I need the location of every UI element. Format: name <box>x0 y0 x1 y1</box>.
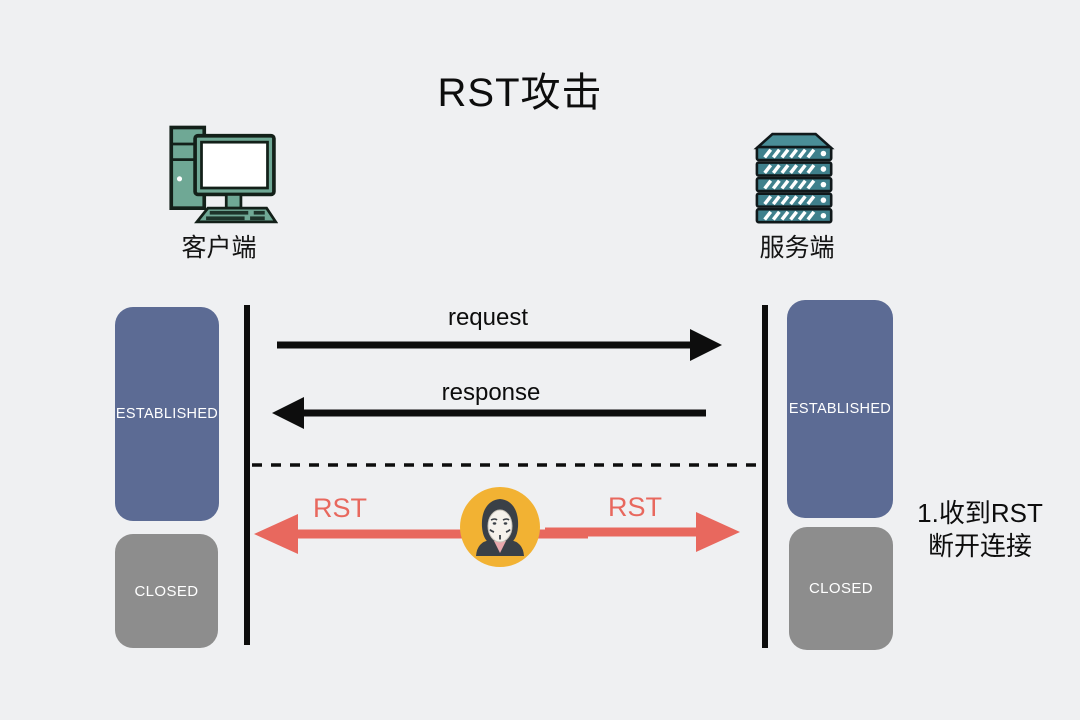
server-lifeline <box>762 305 768 648</box>
rst-to-client-label: RST <box>313 493 367 523</box>
client-lifeline <box>244 305 250 645</box>
rst-arrow-to-server <box>545 512 740 552</box>
server-state-established: ESTABLISHED <box>787 300 893 518</box>
annotation-line-1: 1.收到RST <box>917 498 1043 528</box>
request-message-label: request <box>447 304 529 331</box>
diagram-title: RST攻击 <box>437 71 603 115</box>
server-rack-icon <box>753 132 835 224</box>
server-disconnect-annotation: 1.收到RST 断开连接 <box>905 497 1055 563</box>
rst-to-server-label: RST <box>608 492 662 522</box>
computer-keyboard <box>194 206 278 224</box>
client-label: 客户端 <box>181 234 257 262</box>
client-state-established: ESTABLISHED <box>115 307 219 521</box>
annotation-line-2: 断开连接 <box>927 531 1032 561</box>
guy-fawkes-mask <box>487 509 513 543</box>
request-arrow <box>277 329 722 361</box>
desktop-computer-icon <box>169 125 278 224</box>
server-state-closed: CLOSED <box>789 527 893 650</box>
computer-monitor <box>193 133 276 210</box>
response-message-label: response <box>441 379 541 406</box>
server-label: 服务端 <box>759 234 835 262</box>
hacker-tie <box>494 541 506 553</box>
response-arrow <box>272 397 706 429</box>
client-state-closed: CLOSED <box>115 534 218 648</box>
anonymous-hacker-icon <box>460 487 540 567</box>
